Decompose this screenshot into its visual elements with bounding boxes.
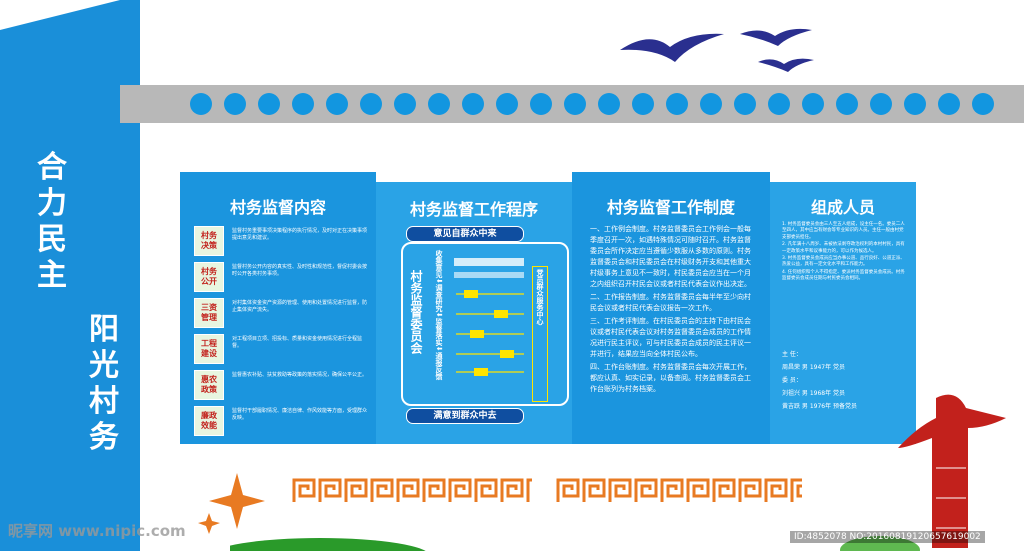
content-row: 工程 建设对工程项目立项、招投标、质量和资金使用情况进行全程监督。 — [194, 334, 370, 364]
content-row: 村务 决策监督村务重要事项决策程序的执行情况，及时对正在决策事项提出意见和建议。 — [194, 226, 370, 256]
chair-entry: 周昌荣 男 1947年 党员 — [782, 364, 845, 371]
member-list: 主 任： 周昌荣 男 1947年 党员 委 员： 刘祖兴 男 1968年 党员 … — [782, 348, 857, 413]
panel-members: 组成人员 1. 村务监督委员会由三人至五人组成，设主任一名。委员二人至四人，其中… — [770, 182, 916, 444]
content-row-text: 监督村干部履职情况、廉洁自律、作风效能等方面，受理群众反映。 — [232, 408, 368, 421]
panel-supervision-content: 村务监督内容 村务 决策监督村务重要事项决策程序的执行情况，及时对正在决策事项提… — [180, 172, 376, 444]
content-row-label: 村务 决策 — [194, 226, 224, 256]
content-row: 三资 管理对村集体资金资产资源的管理、使用和处置情况进行监督，防止集体资产流失。 — [194, 298, 370, 328]
panel4-paragraph: 1. 村务监督委员会由三人至五人组成，设主任一名。委员二人至四人，其中应当有财会… — [782, 222, 905, 240]
top-pill: 意见自群众中来 — [406, 226, 524, 242]
member-entry: 刘祖兴 男 1968年 党员 — [782, 390, 845, 397]
content-row: 廉政 效能监督村干部履职情况、廉洁自律、作风效能等方面，受理群众反映。 — [194, 406, 370, 436]
panel1-title: 村务监督内容 — [229, 198, 326, 217]
content-row-label: 三资 管理 — [194, 298, 224, 328]
members-label: 委 员： — [782, 377, 802, 384]
panel-procedure: 村务监督工作程序 意见自群众中来 满意到群众中去 村务监督委员会 收集意见⬇调查… — [376, 182, 572, 444]
panel3-title: 村务监督工作制度 — [606, 198, 735, 217]
greek-key-border-right — [556, 478, 802, 504]
slogan-banner — [0, 0, 140, 551]
content-row-text: 监督惠农补贴、扶贫救助等政策的落实情况，确保公平公正。 — [232, 372, 368, 378]
flow-arrows — [454, 258, 524, 376]
huabiao-pillar-decoration — [898, 394, 1006, 548]
panel4-body: 1. 村务监督委员会由三人至五人组成，设主任一名。委员二人至四人，其中应当有财会… — [782, 222, 906, 283]
panel4-paragraph: 3. 村务监督委员会成员应当办事公道、品行良好、公道正派、热爱公益，具有一定文化… — [782, 256, 905, 268]
panel3-paragraph: 三、工作考评制度。在村民委员会的主持下由村民会议或者村民代表会议对村务监督委员会… — [590, 317, 751, 358]
panel3-paragraph: 一、工作例会制度。村务监督委员会工作例会一般每季度召开一次，如遇特殊情况可随时召… — [590, 225, 751, 288]
panel2-title: 村务监督工作程序 — [409, 200, 538, 219]
bottom-pill: 满意到群众中去 — [406, 408, 524, 424]
panel3-paragraph: 四、工作台账制度。村务监督委员会每次开展工作，都应认真、如实记录，以备查阅。村务… — [590, 363, 751, 393]
right-label: 党员群众服务中心 — [532, 266, 548, 402]
content-row-text: 对工程项目立项、招投标、质量和资金使用情况进行全程监督。 — [232, 336, 363, 349]
content-row-text: 监督村务公开内容的真实性、及时性和规范性，督促村委会按时公开各类村务事项。 — [232, 264, 368, 277]
content-row: 村务 公开监督村务公开内容的真实性、及时性和规范性，督促村委会按时公开各类村务事… — [194, 262, 370, 292]
slogan-line2: 阳光村务 — [89, 312, 119, 455]
panel4-paragraph: 2. 凡年满十八周岁、未被依法剥夺政治权利的本村村民，具有一定政策水平和议事能力… — [782, 242, 905, 254]
panel4-title: 组成人员 — [810, 198, 875, 217]
slogan-line1: 合力民主 — [37, 150, 67, 293]
left-label: 村务监督委员会 — [409, 270, 423, 354]
content-row-label: 村务 公开 — [194, 262, 224, 292]
star-decoration — [198, 473, 265, 534]
watermark-site: 昵享网 www.nipic.com — [8, 522, 186, 540]
hills-decoration — [230, 536, 920, 551]
panel3-paragraph: 二、工作报告制度。村务监督委员会每半年至少向村民会议或者村民代表会议报告一次工作… — [590, 293, 751, 312]
member-entry: 黄吉跃 男 1976年 预备党员 — [782, 403, 857, 410]
greek-key-border-left — [292, 478, 532, 504]
flow-frame — [401, 242, 569, 406]
panel-work-system: 村务监督工作制度 一、工作例会制度。村务监督委员会工作例会一般每季度召开一次，如… — [572, 172, 770, 444]
birds-decoration — [620, 28, 814, 72]
content-row-text: 监督村务重要事项决策程序的执行情况，及时对正在决策事项提出意见和建议。 — [232, 228, 368, 241]
chair-label: 主 任： — [782, 351, 802, 358]
content-row-label: 工程 建设 — [194, 334, 224, 364]
dot-row — [190, 93, 1010, 117]
content-row-label: 惠农 政策 — [194, 370, 224, 400]
content-row-text: 对村集体资金资产资源的管理、使用和处置情况进行监督，防止集体资产流失。 — [232, 300, 368, 313]
content-row-label: 廉政 效能 — [194, 406, 224, 436]
content-row: 惠农 政策 监督惠农补贴、扶贫救助等政策的落实情况，确保公平公正。 — [194, 370, 370, 400]
center-steps: 收集意见⬇调查研究⬇监督落实⬇通报反馈 — [435, 250, 443, 380]
panel4-paragraph: 4. 任何组织和个人不得指定、委派村务监督委员会成员。村务监督委员会成员任期与村… — [782, 269, 905, 282]
panel3-body: 一、工作例会制度。村务监督委员会工作例会一般每季度召开一次，如遇特殊情况可随时召… — [590, 224, 754, 395]
watermark-id: ID:4852078 NO:20160819120657619002 — [790, 531, 985, 543]
